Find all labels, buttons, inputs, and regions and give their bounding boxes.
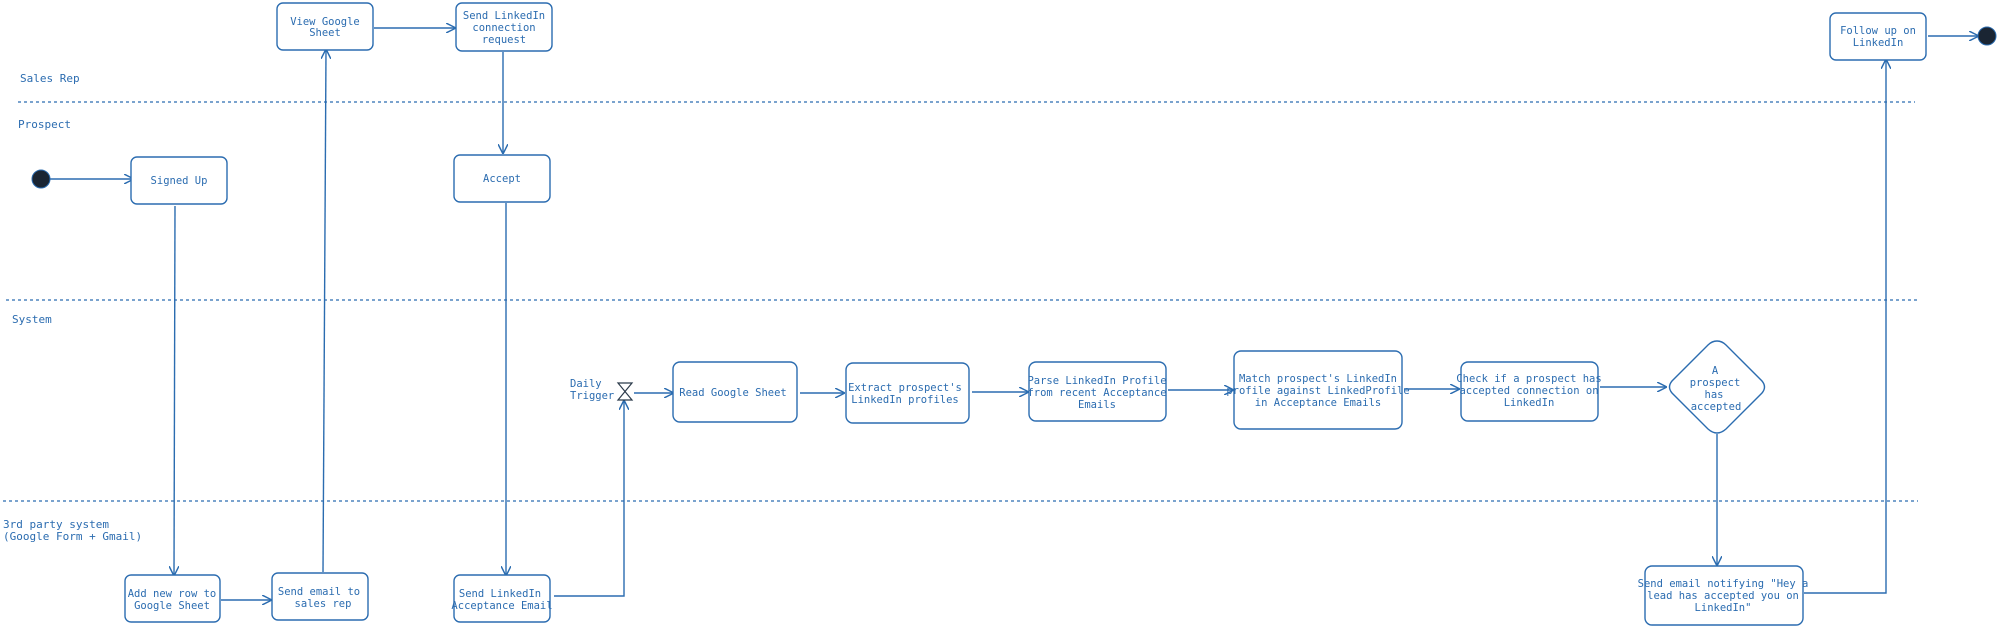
- node-follow-up-linkedin: Follow up on LinkedIn: [1829, 12, 1927, 61]
- svg-text:request: request: [482, 34, 526, 46]
- svg-text:A: A: [1712, 365, 1719, 377]
- daily-trigger: Daily Trigger: [570, 378, 634, 402]
- svg-text:Send LinkedIn: Send LinkedIn: [459, 588, 541, 600]
- lane-label-prospect: Prospect: [18, 118, 71, 131]
- end-node: [1977, 26, 1997, 46]
- lane-label-system: System: [12, 313, 52, 326]
- svg-text:Send LinkedIn: Send LinkedIn: [463, 10, 545, 22]
- svg-text:LinkedIn: LinkedIn: [1504, 397, 1555, 409]
- edge-signed-up-add-row: [174, 205, 175, 575]
- svg-text:Parse LinkedIn Profile: Parse LinkedIn Profile: [1027, 375, 1166, 387]
- svg-text:LinkedIn: LinkedIn: [1853, 37, 1904, 49]
- svg-text:Read Google Sheet: Read Google Sheet: [679, 387, 786, 399]
- svg-text:Add new row to: Add new row to: [128, 588, 217, 600]
- svg-text:Follow up on: Follow up on: [1840, 25, 1916, 37]
- svg-text:Check if a prospect has: Check if a prospect has: [1456, 373, 1601, 385]
- node-read-google-sheet: Read Google Sheet: [672, 361, 798, 423]
- svg-text:Google Sheet: Google Sheet: [134, 600, 210, 612]
- node-send-email-sales-rep: Send email to sales rep: [271, 572, 369, 621]
- svg-text:accepted: accepted: [1691, 401, 1742, 413]
- svg-text:sales rep: sales rep: [295, 598, 352, 610]
- node-signed-up: Signed Up: [130, 156, 228, 205]
- svg-text:Emails: Emails: [1078, 399, 1116, 411]
- svg-text:prospect: prospect: [1690, 377, 1741, 389]
- svg-text:LinkedIn profiles: LinkedIn profiles: [851, 394, 958, 406]
- node-parse-profile: Parse LinkedIn Profile from recent Accep…: [1027, 361, 1167, 422]
- node-send-linkedin-request: Send LinkedIn connection request: [455, 2, 553, 52]
- edge-send-email-view-sheet: [323, 50, 326, 573]
- svg-text:Send email to: Send email to: [278, 586, 360, 598]
- svg-text:accepted connection on: accepted connection on: [1459, 385, 1598, 397]
- svg-text:Extract prospect's: Extract prospect's: [848, 382, 962, 394]
- node-send-notify-email: Send email notifying "Hey a lead has acc…: [1638, 565, 1809, 626]
- svg-text:profile against LinkedProfile: profile against LinkedProfile: [1226, 385, 1409, 397]
- lane-label-third-party-sub: (Google Form + Gmail): [3, 530, 142, 543]
- edge-notify-follow-up: [1804, 60, 1886, 594]
- node-accept: Accept: [453, 154, 551, 203]
- svg-text:from recent Acceptance: from recent Acceptance: [1027, 387, 1166, 399]
- svg-text:Accept: Accept: [483, 173, 521, 185]
- lane-label-sales-rep: Sales Rep: [20, 72, 80, 85]
- daily-trigger-label: Daily: [570, 378, 602, 390]
- node-view-google-sheet: View Google Sheet: [276, 2, 374, 51]
- decision-prospect-accepted: A prospect has accepted: [1668, 340, 1766, 434]
- svg-text:has: has: [1705, 389, 1724, 401]
- svg-text:in Acceptance Emails: in Acceptance Emails: [1255, 397, 1381, 409]
- svg-text:View Google: View Google: [290, 16, 360, 28]
- svg-text:connection: connection: [472, 22, 535, 34]
- node-extract-profiles: Extract prospect's LinkedIn profiles: [845, 362, 970, 424]
- daily-trigger-label-2: Trigger: [570, 390, 614, 402]
- hourglass-icon: [616, 382, 634, 401]
- start-node: [31, 169, 51, 189]
- edge-acceptance-email-trigger: [554, 401, 624, 597]
- svg-text:Send email notifying "Hey a: Send email notifying "Hey a: [1638, 578, 1809, 590]
- node-match-profile: Match prospect's LinkedIn profile agains…: [1226, 350, 1410, 430]
- node-send-acceptance-email: Send LinkedIn Acceptance Email: [451, 574, 553, 623]
- svg-text:Sheet: Sheet: [309, 27, 341, 39]
- svg-text:LinkedIn": LinkedIn": [1695, 602, 1752, 614]
- node-check-accepted: Check if a prospect has accepted connect…: [1456, 361, 1602, 422]
- svg-text:lead has accepted you on: lead has accepted you on: [1647, 590, 1799, 602]
- svg-text:Match prospect's LinkedIn: Match prospect's LinkedIn: [1239, 373, 1397, 385]
- node-add-row-sheet: Add new row to Google Sheet: [124, 574, 221, 623]
- svg-text:Signed Up: Signed Up: [151, 175, 208, 187]
- svg-text:Acceptance Email: Acceptance Email: [451, 600, 552, 612]
- lane-label-third-party: 3rd party system: [3, 518, 109, 531]
